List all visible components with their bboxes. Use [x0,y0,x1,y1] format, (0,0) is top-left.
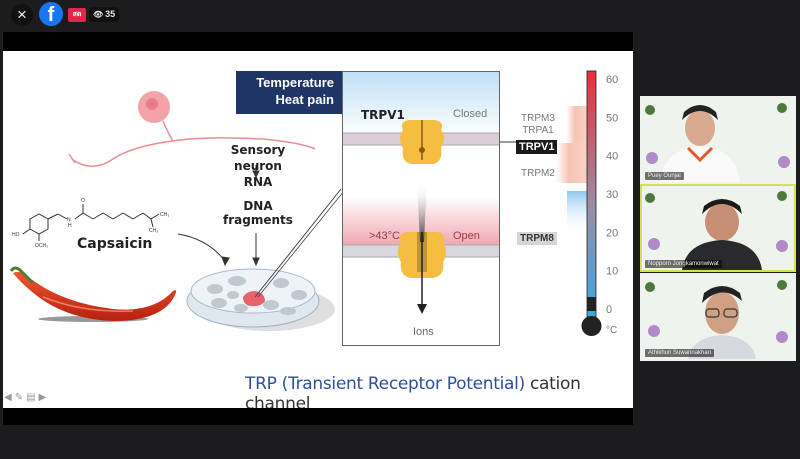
thermometer-tick-label: 50 [606,112,618,124]
ions-label: Ions [413,326,434,338]
next-slide-button[interactable]: ▶ [38,392,47,403]
trpm8-label: TRPM8 [517,232,557,245]
video-feed [642,98,794,182]
temperature-heat-pain-box: Temperature Heat pain [236,71,342,114]
slide-graphics: O N H CH₃ CH₃ HO OCH₃ [9,70,618,336]
participant-name: Athikhun Suwannakhan [645,349,715,357]
sensory-neuron-illustration [68,91,316,167]
flow-arrows [177,165,260,267]
previous-slide-button[interactable]: ◀ [4,392,12,403]
caption-trp-term: TRP (Transient Receptor Potential) [245,374,525,394]
capsaicin-label: Capsaicin [77,236,153,252]
close-button[interactable]: × [11,4,33,26]
heat-pain-label: Heat pain [275,92,334,107]
slide-menu-button[interactable]: ▤ [26,392,36,403]
trpm3-label: TRPM3 [521,113,555,124]
video-feed [642,186,794,270]
trpv1-label: TRPV1 [361,108,405,122]
thermometer-ticks: 60 50 40 30 20 10 0 [606,74,618,316]
chem-label-ch3-top: CH₃ [160,212,169,218]
viewer-count-badge: 👁35 [89,7,120,22]
presentation-slide: O N H CH₃ CH₃ HO OCH₃ [3,51,633,408]
chem-label-och3: OCH₃ [35,243,48,249]
viewer-count: 35 [105,9,116,19]
thermometer-tick-label: 30 [606,189,618,201]
live-badge: สด [68,8,86,22]
trpv1-channel-panel: TRPV1 Closed >43°C Open Ions [342,71,500,346]
closed-label: Closed [453,108,488,120]
chili-pepper-illustration [9,266,177,322]
thermometer-tick-label: 20 [606,227,618,239]
caption-cation-channel: cation channel [245,374,581,408]
temperature-label: Temperature [256,75,334,90]
trpm2-label: TRPM2 [521,168,555,179]
petri-dish-illustration [186,188,345,331]
dna-fragments-label: DNA fragments [223,199,293,227]
chem-label-h: H [68,223,72,229]
chem-label-ho: HO [12,232,20,238]
chem-label-n: N [67,217,71,223]
thermometer-tick-label: 60 [606,74,618,86]
trpv1-highlight-label: TRPV1 [516,140,558,154]
participant-name: Nopporn Jongkamonwiwat [645,260,722,268]
chem-label-o: O [81,198,85,204]
eye-icon: 👁 [93,10,104,19]
trpv1-diagram [343,72,499,314]
sensory-neuron-rna-label: Sensory neuron RNA [208,142,308,190]
participant-tile-active-speaker[interactable]: Nopporn Jongkamonwiwat [640,184,796,272]
facebook-logo-icon: f [39,2,63,26]
channel-range-bands [556,106,588,235]
sensory-neuron-text: Sensory neuron [230,143,286,173]
participant-tile[interactable]: Athikhun Suwannakhan [640,273,796,361]
thermometer-tick-label: 40 [606,151,618,163]
thermometer-tick-label: 10 [606,266,618,278]
trpm3-trpa1-labels: TRPM3 TRPA1 [521,113,555,137]
capsaicin-molecule [22,204,160,241]
trpa1-label: TRPA1 [522,125,554,136]
top-bar: × f สด 👁35 [0,0,800,30]
thermometer-tick-label: 0 [606,304,612,316]
rna-text: RNA [243,175,273,189]
participant-tile[interactable]: Puey Ounjai [640,96,796,184]
close-icon: × [17,5,27,24]
temp-threshold-label: >43°C [369,230,401,242]
thermometer [581,70,602,336]
pen-tool-button[interactable]: ✎ [14,392,24,403]
chem-label-ch3-bottom: CH₃ [149,228,158,234]
participant-name: Puey Ounjai [645,172,684,180]
slide-nav-tools: ◀ ✎ ▤ ▶ [4,392,46,403]
slide-caption: TRP (Transient Receptor Potential) catio… [245,374,633,408]
channel-open-icon [398,182,446,314]
channel-closed-icon [400,120,444,164]
video-feed [642,275,794,359]
open-label: Open [453,230,480,242]
thermometer-unit: °C [606,325,617,336]
